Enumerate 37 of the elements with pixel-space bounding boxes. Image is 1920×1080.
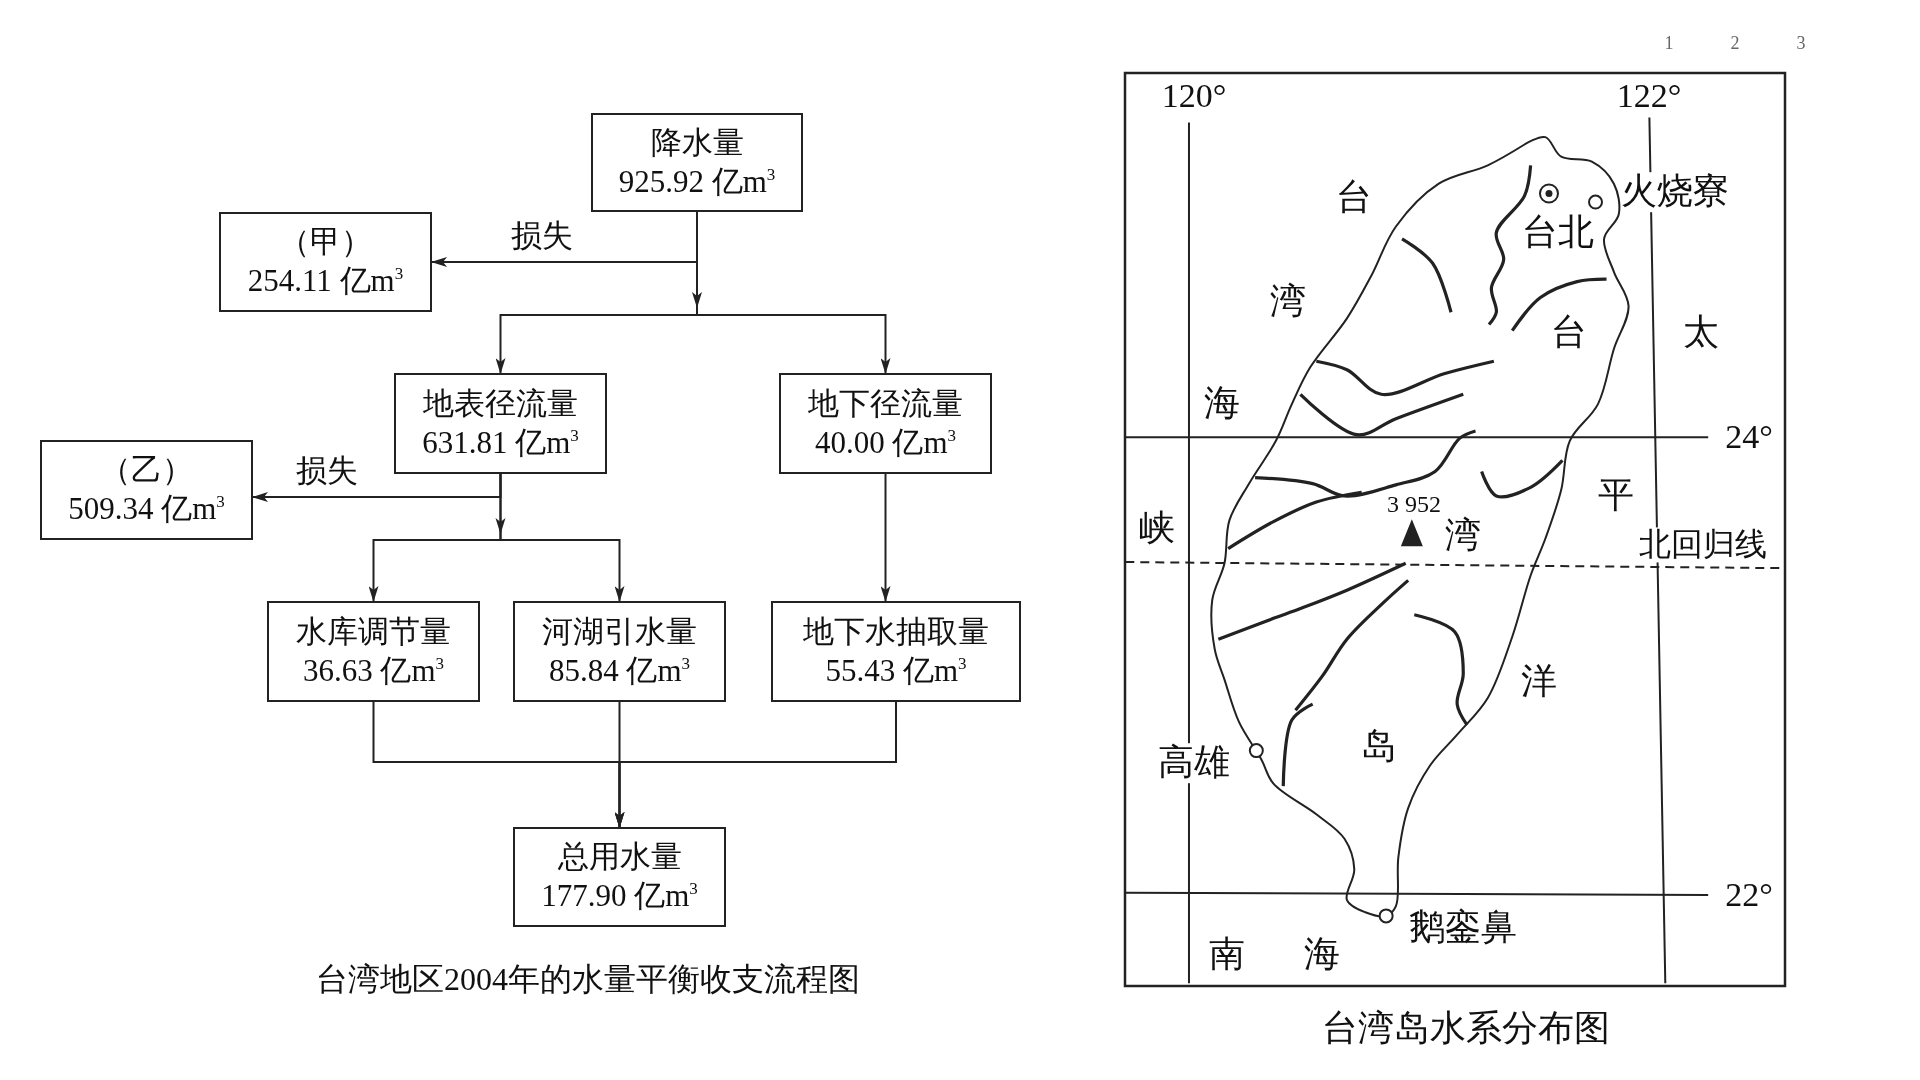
process-box: [513, 827, 726, 927]
process-box: [40, 440, 253, 540]
node-title: （甲）: [279, 223, 372, 262]
node-title: 地下径流量: [808, 384, 963, 423]
node-title: （乙）: [100, 451, 193, 490]
node-value: 40.00 亿m$^{3}$: [814, 423, 957, 462]
edge-label: 损失: [511, 218, 573, 254]
node-title: 水库调节量: [296, 612, 451, 651]
process-box: [394, 373, 607, 474]
node-value: 177.90 亿m$^{3}$: [541, 877, 698, 915]
arrow: [614, 701, 897, 828]
node-value: 509.34 亿m$^{3}$: [68, 490, 225, 528]
node-title: 河湖引水量: [542, 612, 697, 651]
place-label: 火烧寮: [1621, 172, 1729, 212]
arrow: [880, 473, 891, 602]
process-box: [219, 212, 432, 312]
process-box: [267, 601, 480, 702]
node-value: 925.92 亿m$^{3}$: [618, 162, 776, 201]
tropic-label: 北回归线: [1639, 527, 1767, 563]
node-value: 85.84 亿m$^{3}$: [548, 651, 691, 690]
node-title: 地表径流量: [423, 384, 578, 423]
node-value: 631.81 亿m$^{3}$: [422, 423, 579, 462]
edge-label: 损失: [296, 453, 358, 489]
node-value: 36.63 亿m$^{3}$: [302, 651, 445, 690]
process-box: [513, 601, 726, 702]
place-label: 鹅銮鼻: [1409, 908, 1517, 948]
process-box: [771, 601, 1021, 702]
node-value: 55.43 亿m$^{3}$: [825, 651, 967, 690]
node-value: 254.11 亿m$^{3}$: [247, 262, 404, 300]
process-box: [779, 373, 992, 474]
node-title: 降水量: [650, 123, 744, 162]
diagram-caption: 台湾地区2004年的水量平衡收支流程图: [316, 962, 860, 998]
place-label: 高雄: [1158, 743, 1230, 783]
node-title: 地下水抽取量: [803, 612, 989, 651]
arrow: [499, 473, 625, 602]
node-title: 总用水量: [557, 838, 682, 877]
process-box: [591, 113, 803, 212]
